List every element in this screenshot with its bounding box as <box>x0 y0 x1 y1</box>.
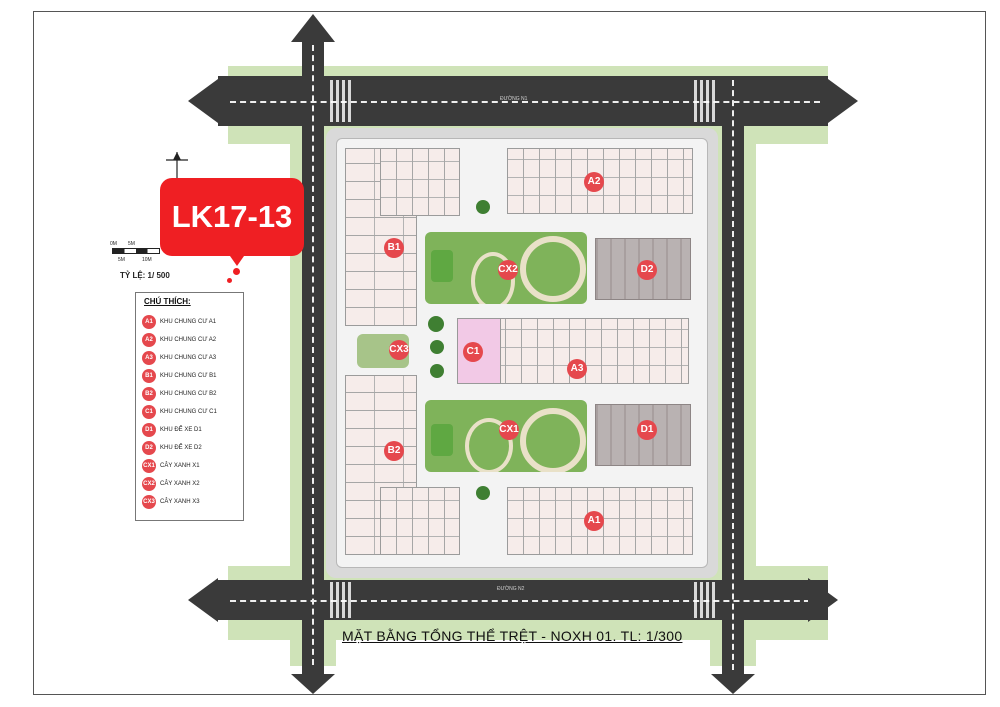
legend-marker: A2 <box>142 333 156 347</box>
legend-text: KHU CHUNG CƯ C1 <box>160 409 217 415</box>
east-arrow-icon <box>828 79 858 123</box>
legend-text: KHU ĐỂ XE D2 <box>160 445 202 451</box>
legend-item: B1 KHU CHUNG CƯ B1 <box>142 369 216 383</box>
crosswalk <box>694 80 716 122</box>
marker-a2: A2 <box>584 172 604 192</box>
marker-d2: D2 <box>637 260 657 280</box>
legend-text: CÂY XANH X3 <box>160 499 200 505</box>
legend-marker: A1 <box>142 315 156 329</box>
crosswalk <box>330 80 352 122</box>
west-arrow-icon <box>188 578 218 622</box>
building-b2-wing <box>380 487 460 555</box>
scale-mark: 5M <box>118 257 125 263</box>
marker-d1: D1 <box>637 420 657 440</box>
legend-item: D1 KHU ĐỂ XE D1 <box>142 423 202 437</box>
tree <box>476 486 490 500</box>
building-b1-wing <box>380 148 460 216</box>
south-arrow-icon <box>711 674 755 694</box>
legend-item: C1 KHU CHUNG CƯ C1 <box>142 405 217 419</box>
badge-dot <box>227 278 232 283</box>
garden-cx2 <box>425 232 587 304</box>
tree <box>430 340 444 354</box>
crosswalk <box>330 582 352 618</box>
west-arrow-icon <box>188 79 218 123</box>
legend-text: KHU CHUNG CƯ A3 <box>160 355 217 361</box>
legend-marker: CX2 <box>142 477 156 491</box>
legend-text: KHU ĐỂ XE D1 <box>160 427 202 433</box>
badge-dot <box>233 268 240 275</box>
legend-text: KHU CHUNG CƯ B1 <box>160 373 217 379</box>
top-road-centerline <box>230 101 820 103</box>
scale-label: TỶ LỆ: 1/ 500 <box>120 271 170 280</box>
legend-marker: D2 <box>142 441 156 455</box>
north-arrow-icon <box>291 14 335 42</box>
legend-title: CHÚ THÍCH: <box>144 297 191 306</box>
legend-item: B2 KHU CHUNG CƯ B2 <box>142 387 216 401</box>
tree <box>476 200 490 214</box>
left-road-centerline <box>312 45 314 665</box>
right-road-centerline <box>732 80 734 670</box>
legend-item: CX1 CÂY XANH X1 <box>142 459 200 473</box>
legend-item: D2 KHU ĐỂ XE D2 <box>142 441 202 455</box>
legend-marker: C1 <box>142 405 156 419</box>
marker-b1: B1 <box>384 238 404 258</box>
legend-item: A1 KHU CHUNG CƯ A1 <box>142 315 216 329</box>
marker-cx2: CX2 <box>498 260 518 280</box>
south-arrow-icon <box>291 674 335 694</box>
badge-pointer <box>230 256 244 266</box>
map-frame <box>33 11 986 695</box>
marker-cx3: CX3 <box>389 340 409 360</box>
marker-b2: B2 <box>384 441 404 461</box>
plan-caption: MẶT BẰNG TỔNG THỂ TRỆT - NOXH 01. TL: 1/… <box>342 628 683 644</box>
legend-marker: CX1 <box>142 459 156 473</box>
legend-item: CX2 CÂY XANH X2 <box>142 477 200 491</box>
legend-item: CX3 CÂY XANH X3 <box>142 495 200 509</box>
legend-marker: A3 <box>142 351 156 365</box>
legend-text: CÂY XANH X1 <box>160 463 200 469</box>
legend-item: A3 KHU CHUNG CƯ A3 <box>142 351 216 365</box>
tree <box>430 364 444 378</box>
marker-c1: C1 <box>463 342 483 362</box>
street-name-bottom: ĐƯỜNG N2 <box>497 586 525 592</box>
legend-text: KHU CHUNG CƯ A1 <box>160 319 217 325</box>
scale-mark: 10M <box>142 257 152 263</box>
crosswalk <box>694 582 716 618</box>
scale-mark: 0M <box>110 241 117 247</box>
scale-bar <box>112 248 160 254</box>
marker-a1: A1 <box>584 511 604 531</box>
tree <box>428 316 444 332</box>
legend-text: CÂY XANH X2 <box>160 481 200 487</box>
legend-item: A2 KHU CHUNG CƯ A2 <box>142 333 216 347</box>
legend-marker: CX3 <box>142 495 156 509</box>
street-name-top: ĐƯỜNG N1 <box>500 96 528 102</box>
marker-cx1: CX1 <box>499 420 519 440</box>
scale-mark: 5M <box>128 241 135 247</box>
legend-text: KHU CHUNG CƯ A2 <box>160 337 217 343</box>
legend-text: KHU CHUNG CƯ B2 <box>160 391 217 397</box>
bottom-road-centerline <box>230 600 820 602</box>
east-arrow-icon <box>808 578 838 622</box>
legend-marker: D1 <box>142 423 156 437</box>
marker-a3: A3 <box>567 359 587 379</box>
legend-marker: B2 <box>142 387 156 401</box>
lot-badge: LK17-13 <box>160 178 304 256</box>
legend-marker: B1 <box>142 369 156 383</box>
